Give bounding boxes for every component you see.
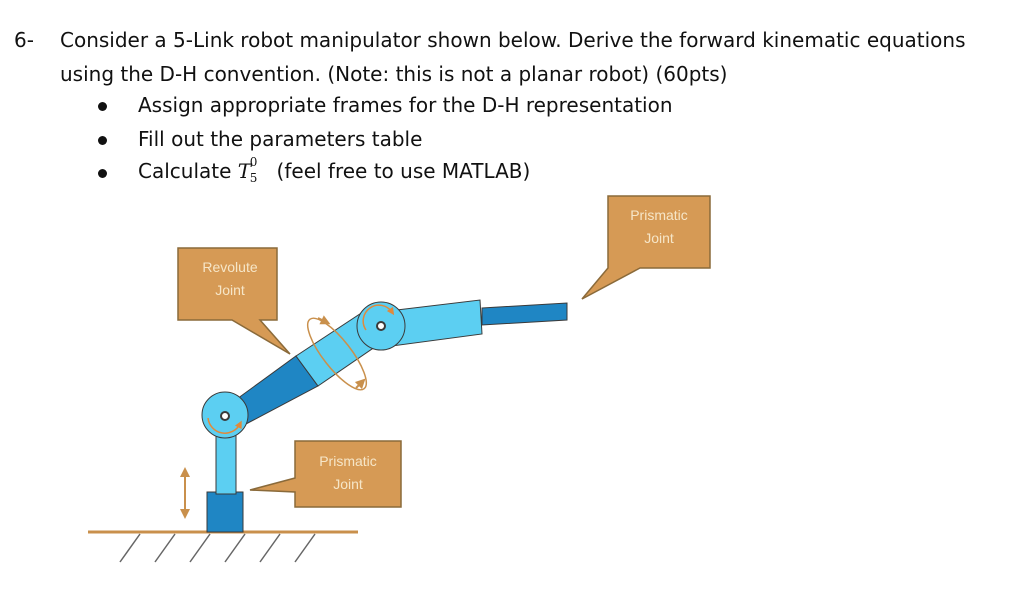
callout-revolute-line2: Joint (215, 282, 245, 298)
bullet-table: Fill out the parameters table (138, 127, 423, 151)
callout-prismatic-bottom: Prismatic Joint (249, 440, 402, 508)
callout-prismatic-top: Prismatic Joint (581, 195, 711, 300)
twist-rotation-arrow-icon (307, 315, 367, 391)
ground (88, 530, 358, 563)
callout-revolute: Revolute Joint (177, 247, 291, 355)
base-link (206, 491, 244, 533)
callout-prismatic-top-line1: Prismatic (630, 207, 688, 223)
bullet-dot (98, 102, 107, 111)
callout-prismatic-bottom-line1: Prismatic (319, 453, 377, 469)
vertical-slider (215, 431, 237, 495)
bullet-frames: Assign appropriate frames for the D-H re… (138, 93, 673, 117)
question-number: 6- (14, 28, 34, 52)
callout-prismatic-top-line2: Joint (644, 230, 674, 246)
calculate-prefix: Calculate (138, 159, 238, 183)
bullet-dot (98, 136, 107, 145)
prismatic-rod (481, 302, 568, 326)
calculate-suffix: (feel free to use MATLAB) (270, 159, 531, 183)
question-line-1: Consider a 5-Link robot manipulator show… (60, 28, 966, 52)
callout-revolute-line1: Revolute (202, 259, 257, 275)
bullet-dot (98, 169, 107, 178)
question-line-2: using the D-H convention. (Note: this is… (60, 62, 728, 86)
callout-prismatic-bottom-line2: Joint (333, 476, 363, 492)
